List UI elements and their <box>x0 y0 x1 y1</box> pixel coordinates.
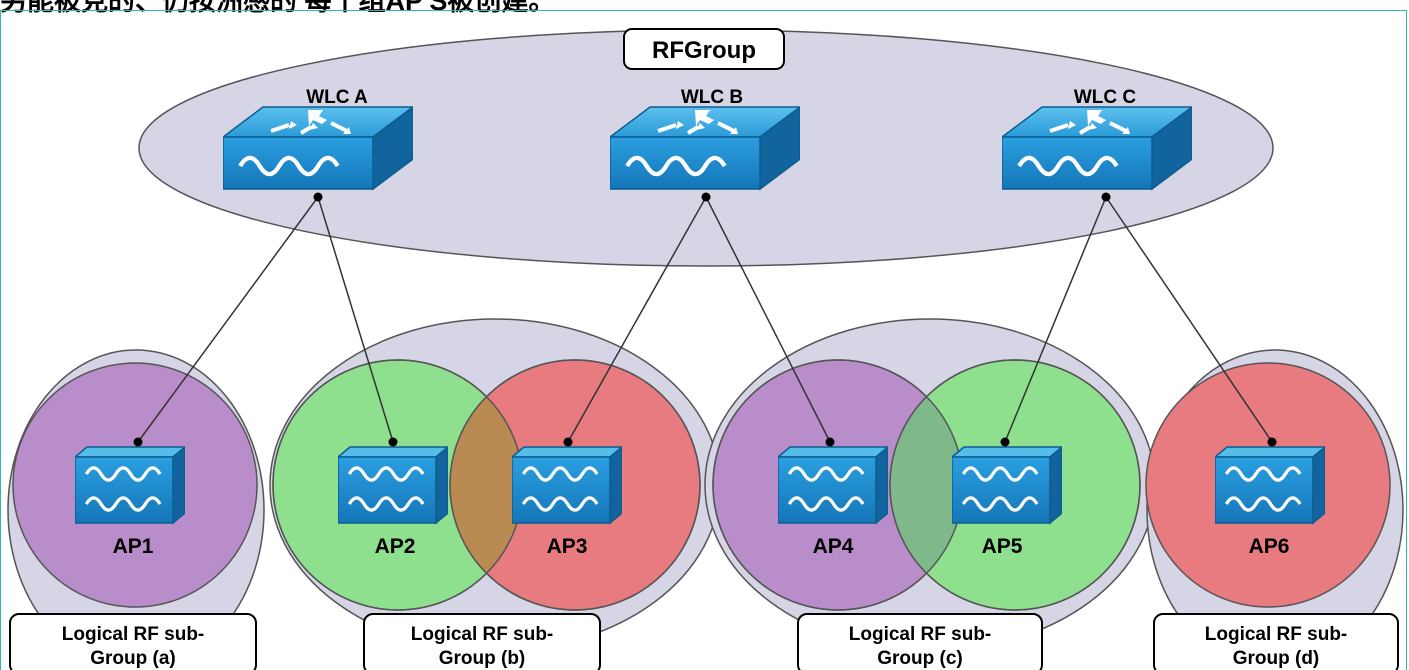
subgroup-a-line2: Group (a) <box>90 648 176 669</box>
subgroup-c-line2: Group (c) <box>877 648 963 669</box>
wlc-c-label: WLC C <box>1074 87 1137 108</box>
subgroup-d-label-box: Logical RF sub- Group (d) <box>1153 613 1399 670</box>
ap1: AP1 <box>75 447 185 558</box>
ap5: AP5 <box>952 447 1062 558</box>
rf-group-label-box: RFGroup <box>623 28 785 70</box>
wlc-b-label: WLC B <box>681 87 743 108</box>
ap4: AP4 <box>778 447 888 558</box>
subgroup-d-line2: Group (d) <box>1233 648 1320 669</box>
wlc-a-label: WLC A <box>306 87 368 108</box>
ap5-label: AP5 <box>982 535 1023 558</box>
ap3-label: AP3 <box>547 535 588 558</box>
wlc-a: WLC A <box>223 87 413 189</box>
ap3: AP3 <box>512 447 622 558</box>
subgroup-b-label-box: Logical RF sub- Group (b) <box>363 613 601 670</box>
rf-group-label: RFGroup <box>652 37 756 64</box>
subgroup-c-line1: Logical RF sub- <box>849 624 992 645</box>
subgroup-b-line1: Logical RF sub- <box>411 624 554 645</box>
ap4-label: AP4 <box>813 535 854 558</box>
subgroup-d-line1: Logical RF sub- <box>1205 624 1348 645</box>
subgroup-a-label-box: Logical RF sub- Group (a) <box>9 613 257 670</box>
wlc-b: WLC B <box>610 87 800 189</box>
page-caption: 另能被見的、仍按洲感的 每个组AP'S被创建。 <box>0 0 556 16</box>
subgroup-b-line2: Group (b) <box>439 648 526 669</box>
ap6: AP6 <box>1215 447 1325 558</box>
wlc-c: WLC C <box>1002 87 1192 189</box>
subgroup-a-line1: Logical RF sub- <box>62 624 205 645</box>
subgroup-c-label-box: Logical RF sub- Group (c) <box>797 613 1043 670</box>
connection-lines <box>137 196 1273 443</box>
ap6-label: AP6 <box>1249 535 1290 558</box>
ap2-label: AP2 <box>375 535 416 558</box>
ap2: AP2 <box>338 447 448 558</box>
ap1-label: AP1 <box>113 535 154 558</box>
connection-dots <box>133 192 1277 447</box>
diagram-frame <box>0 10 1407 670</box>
